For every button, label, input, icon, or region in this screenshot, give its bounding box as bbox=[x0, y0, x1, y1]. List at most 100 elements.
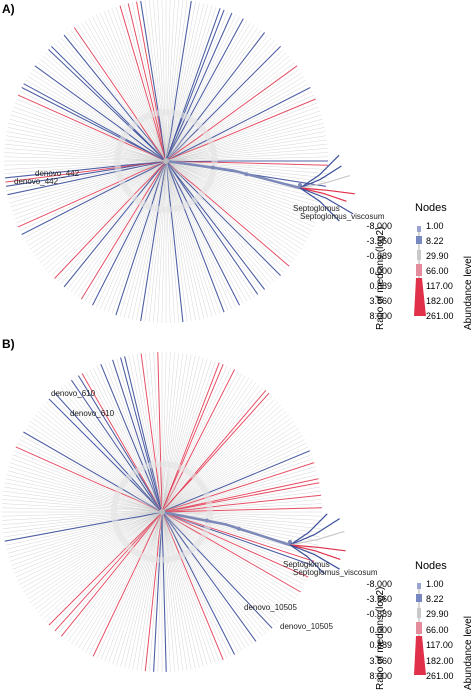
tree-branch bbox=[165, 102, 318, 162]
tree-branch bbox=[3, 486, 163, 513]
tree-branch bbox=[73, 160, 167, 295]
tree-branch bbox=[289, 544, 341, 560]
tree-branch bbox=[161, 355, 196, 513]
tree-branch bbox=[161, 507, 322, 513]
tree-branch bbox=[289, 518, 340, 546]
leaf-label: denovo_10505 bbox=[280, 622, 333, 631]
tree-branch bbox=[165, 20, 248, 162]
tree-branch bbox=[140, 0, 167, 162]
tree-branch bbox=[161, 417, 292, 513]
tree-branch bbox=[161, 511, 232, 657]
tree-branch bbox=[136, 511, 163, 671]
tree-node bbox=[298, 183, 302, 187]
tree-branch bbox=[132, 354, 163, 513]
tree-branch bbox=[108, 511, 163, 663]
abundance-axis-title: Abundance level bbox=[463, 616, 474, 690]
tree-branch bbox=[165, 160, 175, 323]
tree-branch bbox=[149, 511, 163, 672]
tree-branch bbox=[8, 466, 163, 513]
tree-branch bbox=[40, 407, 163, 513]
tree-branch bbox=[161, 356, 200, 513]
tree-branch bbox=[165, 160, 295, 260]
tree-branch bbox=[161, 411, 287, 513]
tree-branch bbox=[11, 160, 167, 212]
abundance-tick: 261.00 bbox=[426, 671, 454, 681]
tree-branch bbox=[42, 160, 167, 267]
tree-branch bbox=[299, 187, 347, 202]
tree-branch bbox=[161, 511, 246, 649]
ratio-tick: 8.000 bbox=[369, 671, 392, 681]
abundance-tick: 66.00 bbox=[426, 266, 449, 276]
tree-branch bbox=[81, 22, 167, 162]
tree-branch bbox=[32, 417, 163, 513]
tree-branch bbox=[12, 511, 163, 570]
tree-branch bbox=[289, 513, 328, 546]
tree-branch bbox=[161, 421, 295, 513]
tree-branch bbox=[165, 160, 244, 304]
tree-branch bbox=[27, 511, 163, 600]
tree-branch bbox=[165, 160, 171, 323]
tree-node bbox=[244, 172, 249, 177]
tree-branch bbox=[45, 160, 167, 270]
tree-branch bbox=[165, 160, 221, 314]
tree-branch bbox=[115, 6, 167, 162]
leaf-label: denovo_442 bbox=[35, 169, 80, 178]
abundance-tick: 1.00 bbox=[426, 579, 444, 589]
tree-branch bbox=[161, 439, 305, 513]
tree-branch bbox=[161, 424, 297, 513]
tree-branch bbox=[161, 352, 179, 513]
tree-branch bbox=[34, 65, 167, 162]
tree-branch bbox=[11, 458, 163, 513]
tree-branch bbox=[161, 470, 317, 513]
tree-root-node bbox=[159, 509, 165, 515]
tree-branch bbox=[5, 478, 163, 513]
tree-branch bbox=[165, 160, 205, 319]
legend-b: Nodes -8.000 -3.560 -0.889 0.000 0.889 3… bbox=[366, 560, 474, 690]
tree-branch bbox=[165, 0, 171, 162]
abundance-tick: 29.90 bbox=[426, 251, 449, 261]
scale-segment bbox=[417, 226, 421, 232]
tree-main-branch bbox=[165, 159, 301, 190]
tree-branch bbox=[161, 369, 236, 513]
tree-branch bbox=[161, 392, 270, 513]
tree-branch bbox=[15, 511, 163, 578]
tree-branch bbox=[165, 160, 200, 320]
tree-branch bbox=[9, 160, 167, 204]
tree-branch bbox=[48, 398, 163, 513]
tree-branch bbox=[9, 511, 163, 562]
leaf-label: Septoglomus_viscosum bbox=[293, 568, 378, 577]
tree-branch bbox=[161, 511, 290, 610]
tree-branch bbox=[299, 187, 340, 222]
tree-branch bbox=[4, 482, 163, 513]
tree-branch bbox=[153, 352, 163, 513]
tree-branch bbox=[5, 139, 167, 162]
tree-branch bbox=[165, 160, 251, 300]
tree-branch bbox=[299, 187, 355, 195]
tree-branch bbox=[25, 79, 167, 162]
ratio-tick: -8.000 bbox=[366, 579, 392, 589]
tree-branch bbox=[11, 110, 167, 162]
tree-branch bbox=[157, 0, 167, 162]
tree-branch bbox=[92, 511, 163, 657]
tree-branch bbox=[165, 2, 200, 162]
tree-branch bbox=[165, 160, 305, 246]
tree-branch bbox=[289, 530, 345, 546]
tree-branch bbox=[63, 160, 167, 288]
ratio-tick: 3.560 bbox=[369, 656, 392, 666]
ratio-tick: -3.560 bbox=[366, 594, 392, 604]
legend-nodes-title: Nodes bbox=[415, 560, 447, 572]
tree-branch bbox=[21, 160, 167, 235]
tree-branch bbox=[4, 511, 163, 542]
scale-segment bbox=[416, 264, 422, 276]
tree-branch bbox=[165, 34, 269, 162]
tree-branch bbox=[161, 511, 175, 672]
tree-branch bbox=[161, 511, 322, 525]
tree-node bbox=[210, 165, 215, 170]
tree-branch bbox=[112, 359, 163, 513]
tree-branch bbox=[4, 143, 167, 162]
tree-branch bbox=[161, 435, 303, 513]
tree-main-branch bbox=[161, 510, 291, 547]
tree-branch bbox=[161, 511, 307, 582]
tree-branch bbox=[165, 160, 213, 317]
tree-branch bbox=[4, 160, 167, 170]
